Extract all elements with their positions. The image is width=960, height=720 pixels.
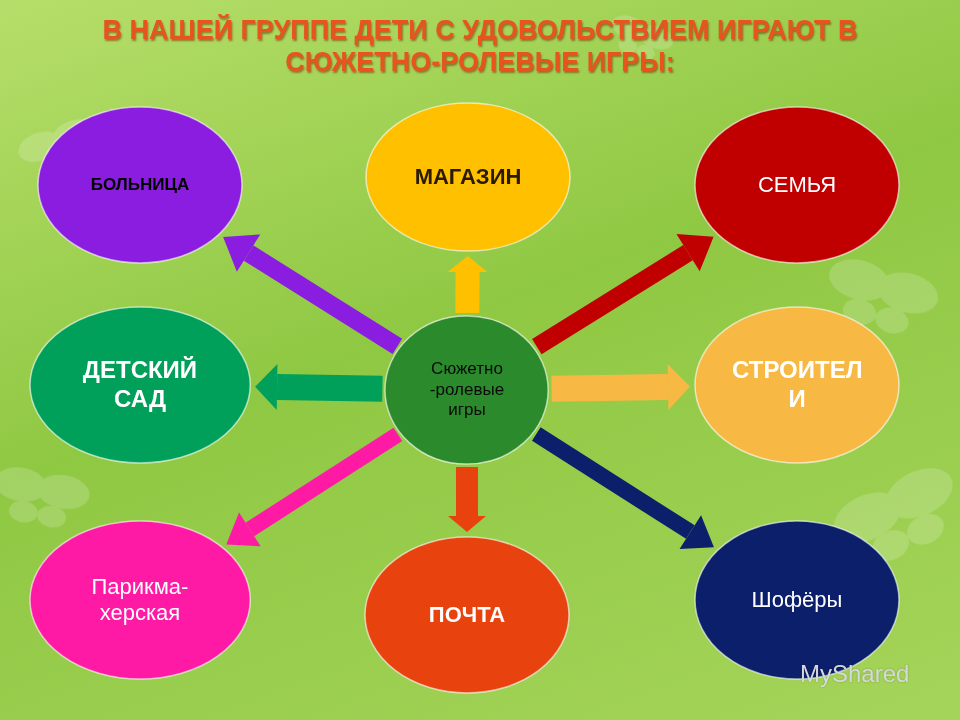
arrow-head: [676, 234, 713, 271]
block-arrow: [448, 467, 486, 532]
arrow-shaft: [536, 434, 690, 532]
arrow-shaft: [537, 253, 688, 347]
ellipse-node: Сюжетно -ролевые игры: [384, 315, 549, 465]
node-label: Парикма- херская: [65, 574, 215, 627]
title-text: В НАШЕЙ ГРУППЕ ДЕТИ С УДОВОЛЬСТВИЕМ ИГРА…: [103, 15, 858, 77]
block-arrow: [552, 364, 690, 410]
arrow-head: [255, 364, 277, 410]
arrow-shaft: [250, 434, 398, 529]
ellipse-fill: [695, 307, 899, 463]
ellipse-fill: [385, 316, 548, 464]
block-arrow: [448, 256, 488, 313]
watermark: MyShared: [800, 660, 909, 688]
watermark-text: MyShared: [800, 660, 909, 687]
node-label: СЕМЬЯ: [758, 172, 836, 198]
block-arrow: [537, 234, 714, 347]
ellipse-node: Парикма- херская: [29, 520, 251, 680]
slide-title: В НАШЕЙ ГРУППЕ ДЕТИ С УДОВОЛЬСТВИЕМ ИГРА…: [40, 14, 920, 78]
arrow-head: [226, 513, 260, 547]
ellipse-fill: [366, 103, 570, 251]
arrow-shaft: [455, 272, 479, 313]
node-label: МАГАЗИН: [415, 164, 522, 190]
ellipse-fill: [30, 307, 250, 463]
ellipse-node: ПОЧТА: [364, 536, 570, 694]
block-arrow: [255, 364, 382, 410]
arrow-head: [448, 256, 488, 272]
arrow-head: [668, 364, 690, 410]
ellipse-node: СЕМЬЯ: [694, 106, 900, 264]
ellipse-node: Шофёры: [694, 520, 900, 680]
arrow-head: [680, 515, 714, 549]
arrow-shaft: [552, 387, 668, 389]
node-label: Сюжетно -ролевые игры: [412, 359, 522, 420]
ellipse-fill: [30, 521, 250, 679]
ellipse-fill: [695, 521, 899, 679]
node-label: ПОЧТА: [429, 602, 505, 628]
ellipse-node: МАГАЗИН: [365, 102, 571, 252]
arrow-head: [448, 516, 486, 532]
block-arrow: [536, 434, 714, 549]
ellipse-fill: [38, 107, 242, 263]
node-label: Шофёры: [752, 587, 843, 613]
arrow-shaft: [277, 387, 382, 389]
node-label: СТРОИТЕЛ И: [732, 356, 862, 414]
ellipse-node: СТРОИТЕЛ И: [694, 306, 900, 464]
ellipse-fill: [695, 107, 899, 263]
block-arrow: [226, 434, 398, 546]
arrow-shaft: [249, 253, 398, 346]
arrow-head: [223, 234, 260, 271]
ellipse-node: БОЛЬНИЦА: [37, 106, 243, 264]
node-label: ДЕТСКИЙ САД: [65, 356, 215, 414]
ellipse-node: ДЕТСКИЙ САД: [29, 306, 251, 464]
node-label: БОЛЬНИЦА: [91, 175, 189, 195]
arrow-shaft: [456, 467, 478, 516]
ellipse-fill: [365, 537, 569, 693]
block-arrow: [223, 234, 397, 346]
